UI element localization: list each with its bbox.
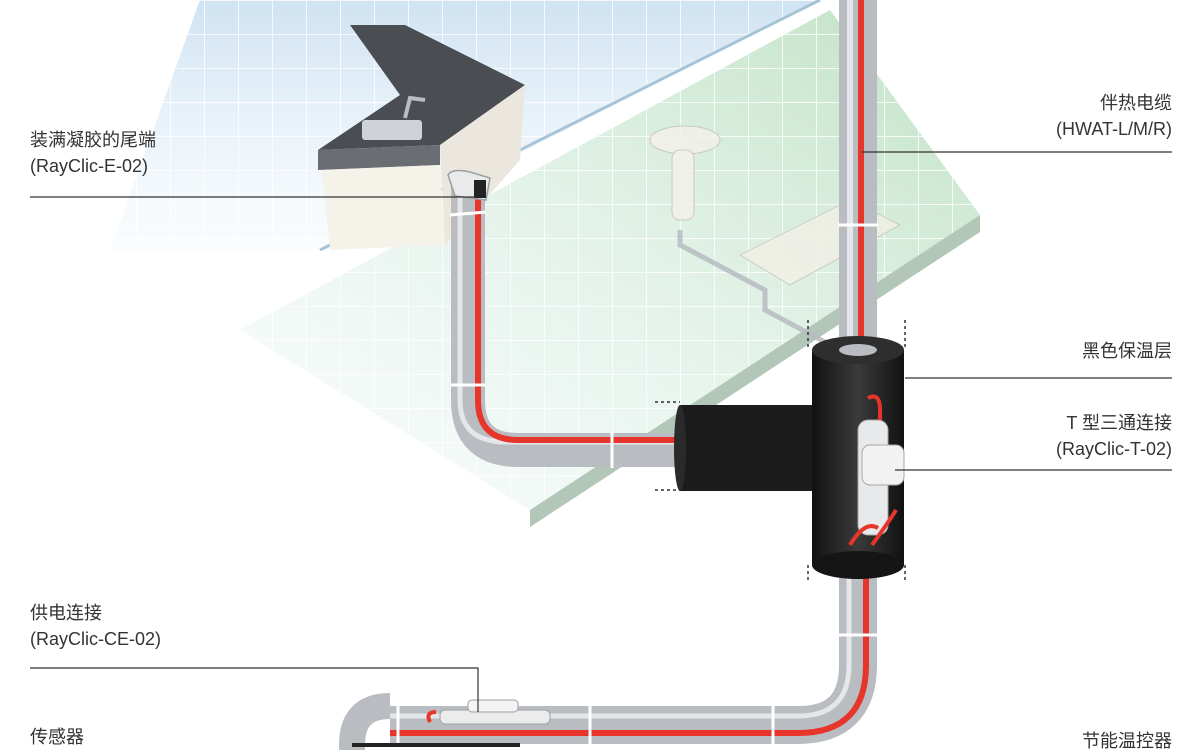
sensor-name: 传感器 xyxy=(30,727,84,747)
end-seal-name: 装满凝胶的尾端 xyxy=(30,130,156,150)
lower-riser-highlight xyxy=(390,570,852,719)
vertical-insulation-bottom xyxy=(812,551,904,579)
insulation-name: 黑色保温层 xyxy=(1082,341,1172,361)
power-connection-name: 供电连接 xyxy=(30,603,102,623)
riser-pipe-entry xyxy=(839,344,877,356)
tee-name: T 型三通连接 xyxy=(1066,413,1172,433)
end-seal-model: (RayClic-E-02) xyxy=(30,156,149,176)
pipe-network xyxy=(339,0,878,750)
leader-lines xyxy=(30,151,1172,712)
counter-top xyxy=(318,25,525,150)
counter-cabinet xyxy=(322,165,445,250)
power-connection-model: (RayClic-CE-02) xyxy=(30,629,162,649)
power-connection-label: 供电连接 (RayClic-CE-02) xyxy=(30,600,161,652)
horizontal-insulation-end xyxy=(674,405,686,491)
sensor-label: 传感器 xyxy=(30,724,84,750)
tee-label: T 型三通连接 (RayClic-T-02) xyxy=(1056,410,1172,462)
tee-model: (RayClic-T-02) xyxy=(1055,439,1172,459)
heating-cable-model: (HWAT-L/M/R) xyxy=(1056,119,1172,139)
bath-pipe xyxy=(677,230,842,353)
insulation-dash-marks xyxy=(655,320,906,580)
pipe-clamps xyxy=(396,210,878,744)
lower-riser-pipe xyxy=(390,570,877,744)
horizontal-insulation xyxy=(680,405,820,491)
leader-power-connection xyxy=(30,667,479,712)
counter-front xyxy=(318,145,440,170)
insulation-tee xyxy=(655,320,906,580)
bathroom-floor-tiles xyxy=(240,10,980,510)
sink xyxy=(362,120,422,140)
heating-cable-branch xyxy=(475,190,700,443)
end-seal-label: 装满凝胶的尾端 (RayClic-E-02) xyxy=(30,127,156,179)
heating-cable-name: 伴热电缆 xyxy=(1100,93,1172,113)
end-seal-cap xyxy=(474,180,486,198)
controller-label: 节能温控器 xyxy=(1082,728,1172,750)
kitchen-branch-highlight xyxy=(457,190,700,445)
tee-connector xyxy=(848,394,905,547)
insulation-label: 黑色保温层 xyxy=(1082,338,1172,364)
washbasin-stand xyxy=(671,149,695,221)
controller-name: 节能温控器 xyxy=(1082,731,1172,750)
heating-cable-lower xyxy=(390,570,869,736)
heating-cable-label: 伴热电缆 (HWAT-L/M/R) xyxy=(1056,90,1172,142)
faucet xyxy=(403,95,426,119)
power-connection-box xyxy=(426,699,551,725)
